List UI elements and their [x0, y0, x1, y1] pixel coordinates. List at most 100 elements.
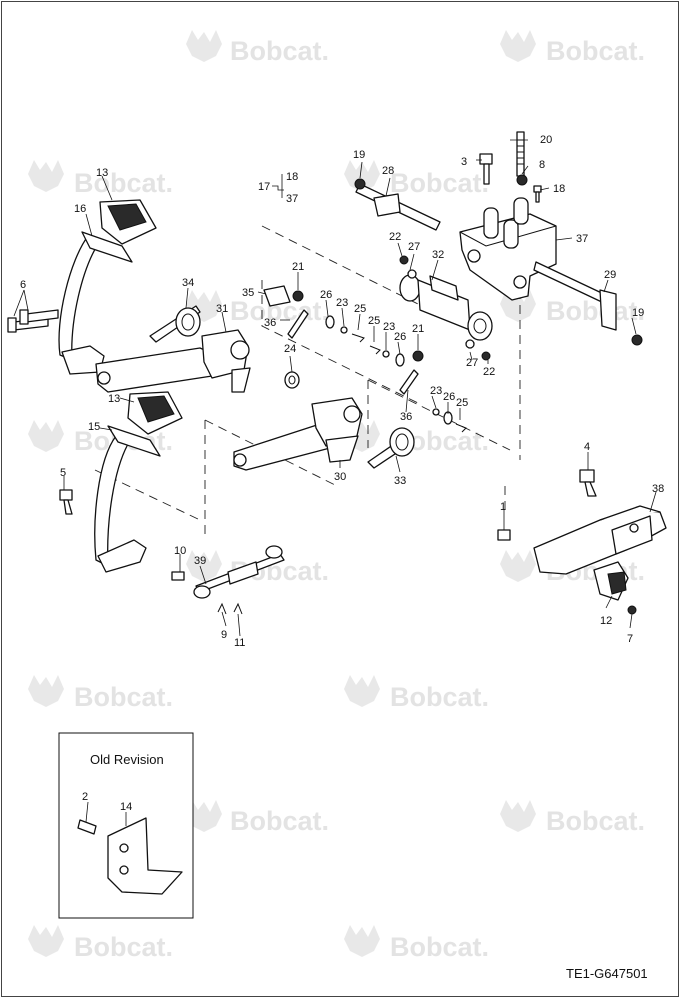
callout-21a: 21 — [292, 261, 304, 273]
lower-pedal-plate — [107, 425, 161, 457]
group-bracket — [272, 185, 284, 191]
callout-26c: 26 — [443, 391, 455, 403]
callout-36a: 36 — [264, 317, 276, 329]
watermark-13: Bobcat. — [186, 800, 329, 836]
callout-labels: 20 3 8 19 28 18 17 37 18 37 29 19 22 27 … — [20, 134, 664, 813]
nut-27 — [407, 269, 417, 279]
callout-27b: 27 — [466, 357, 478, 369]
shaft-28 — [354, 178, 441, 231]
callout-30: 30 — [334, 471, 346, 483]
bolt-5 — [59, 489, 73, 515]
callout-19a: 19 — [353, 149, 365, 161]
callout-25b: 25 — [368, 315, 380, 327]
callout-22b: 22 — [483, 366, 495, 378]
callout-28: 28 — [382, 165, 394, 177]
lower-pedal-base — [97, 539, 147, 573]
washer-26b — [395, 353, 405, 367]
inset-title: Old Revision — [90, 752, 164, 767]
cable-39 — [171, 545, 285, 615]
bolt-3 — [479, 153, 493, 185]
callout-16: 16 — [74, 203, 86, 215]
pin-36b — [399, 369, 419, 395]
bracket-14 — [107, 817, 183, 895]
upper-pedal-assembly — [58, 199, 251, 393]
washer-26 — [325, 315, 335, 329]
callout-18a: 18 — [286, 171, 298, 183]
pin-25c — [455, 423, 467, 433]
watermark-5: Bobcat. — [186, 290, 329, 326]
watermark-14: Bobcat. — [500, 800, 645, 836]
callout-25a: 25 — [354, 303, 366, 315]
bracket-tab — [231, 367, 251, 393]
callout-34: 34 — [182, 277, 194, 289]
callout-36b: 36 — [400, 411, 412, 423]
leader-lines — [13, 139, 657, 826]
callout-31: 31 — [216, 303, 228, 315]
callout-23b: 23 — [383, 321, 395, 333]
watermark-text: Bobcat. — [74, 682, 173, 712]
bolt-head — [7, 317, 17, 333]
callout-7: 7 — [627, 633, 633, 645]
callout-11: 11 — [234, 637, 245, 649]
callout-15: 15 — [88, 421, 100, 433]
spring-34 — [149, 305, 201, 343]
bushing — [230, 340, 250, 360]
callout-10: 10 — [174, 545, 186, 557]
nut-19 — [354, 178, 366, 190]
nut-22 — [399, 255, 409, 265]
watermark-text: Bobcat. — [390, 932, 489, 962]
upper-pedal-rubber — [107, 203, 147, 231]
cotter-23b — [382, 350, 390, 358]
upper-pedal-lever — [95, 347, 219, 393]
bolt-2 — [77, 819, 97, 835]
pin-25 — [351, 333, 365, 343]
upper-pedal-plate — [81, 231, 133, 263]
callout-21b: 21 — [412, 323, 424, 335]
drawing-number: TE1-G647501 — [566, 966, 648, 981]
bolt-4 — [579, 469, 597, 497]
lower-pedal-assembly — [94, 391, 183, 573]
callout-39: 39 — [194, 555, 206, 567]
pin-25b — [369, 345, 381, 355]
callout-18b: 18 — [553, 183, 565, 195]
watermark-text: Bobcat. — [74, 168, 173, 198]
callout-23a: 23 — [336, 297, 348, 309]
watermark-8: Bobcat. — [344, 420, 489, 456]
watermark-text: Bobcat. — [390, 682, 489, 712]
callout-27a: 27 — [408, 241, 420, 253]
spring-33 — [367, 427, 415, 469]
callout-3: 3 — [461, 156, 467, 168]
bolts-6 — [7, 309, 59, 333]
callout-6: 6 — [20, 279, 26, 291]
nut-22b — [481, 351, 491, 361]
watermark-3: Bobcat. — [28, 160, 173, 198]
bolt — [25, 309, 59, 323]
watermark-text: Bobcat. — [546, 806, 645, 836]
callout-13b: 13 — [108, 393, 120, 405]
watermark-text: Bobcat. — [546, 296, 645, 326]
bolt-head — [19, 309, 29, 325]
bolt-18 — [533, 185, 542, 203]
lower-pedal-rubber — [137, 395, 175, 423]
bolt-10 — [171, 571, 185, 581]
cotter-23c — [432, 408, 440, 416]
watermark-text: Bobcat. — [74, 932, 173, 962]
nut-21b — [412, 350, 424, 362]
pin-11 — [233, 602, 243, 615]
watermark-12: Bobcat. — [344, 675, 489, 712]
callout-17: 17 — [258, 181, 270, 193]
nut-7 — [627, 605, 637, 615]
callout-26a: 26 — [320, 289, 332, 301]
tube — [483, 207, 499, 239]
watermark-16: Bobcat. — [344, 925, 489, 962]
bracket-38 — [497, 505, 667, 575]
watermark-text: Bobcat. — [546, 36, 645, 66]
yoke-32 — [399, 255, 493, 361]
middle-hardware — [263, 285, 467, 433]
bracket-assembly-37 — [459, 197, 557, 301]
pin-9 — [217, 602, 227, 615]
watermark-15: Bobcat. — [28, 925, 173, 962]
callout-35: 35 — [242, 287, 254, 299]
tube — [503, 219, 519, 249]
